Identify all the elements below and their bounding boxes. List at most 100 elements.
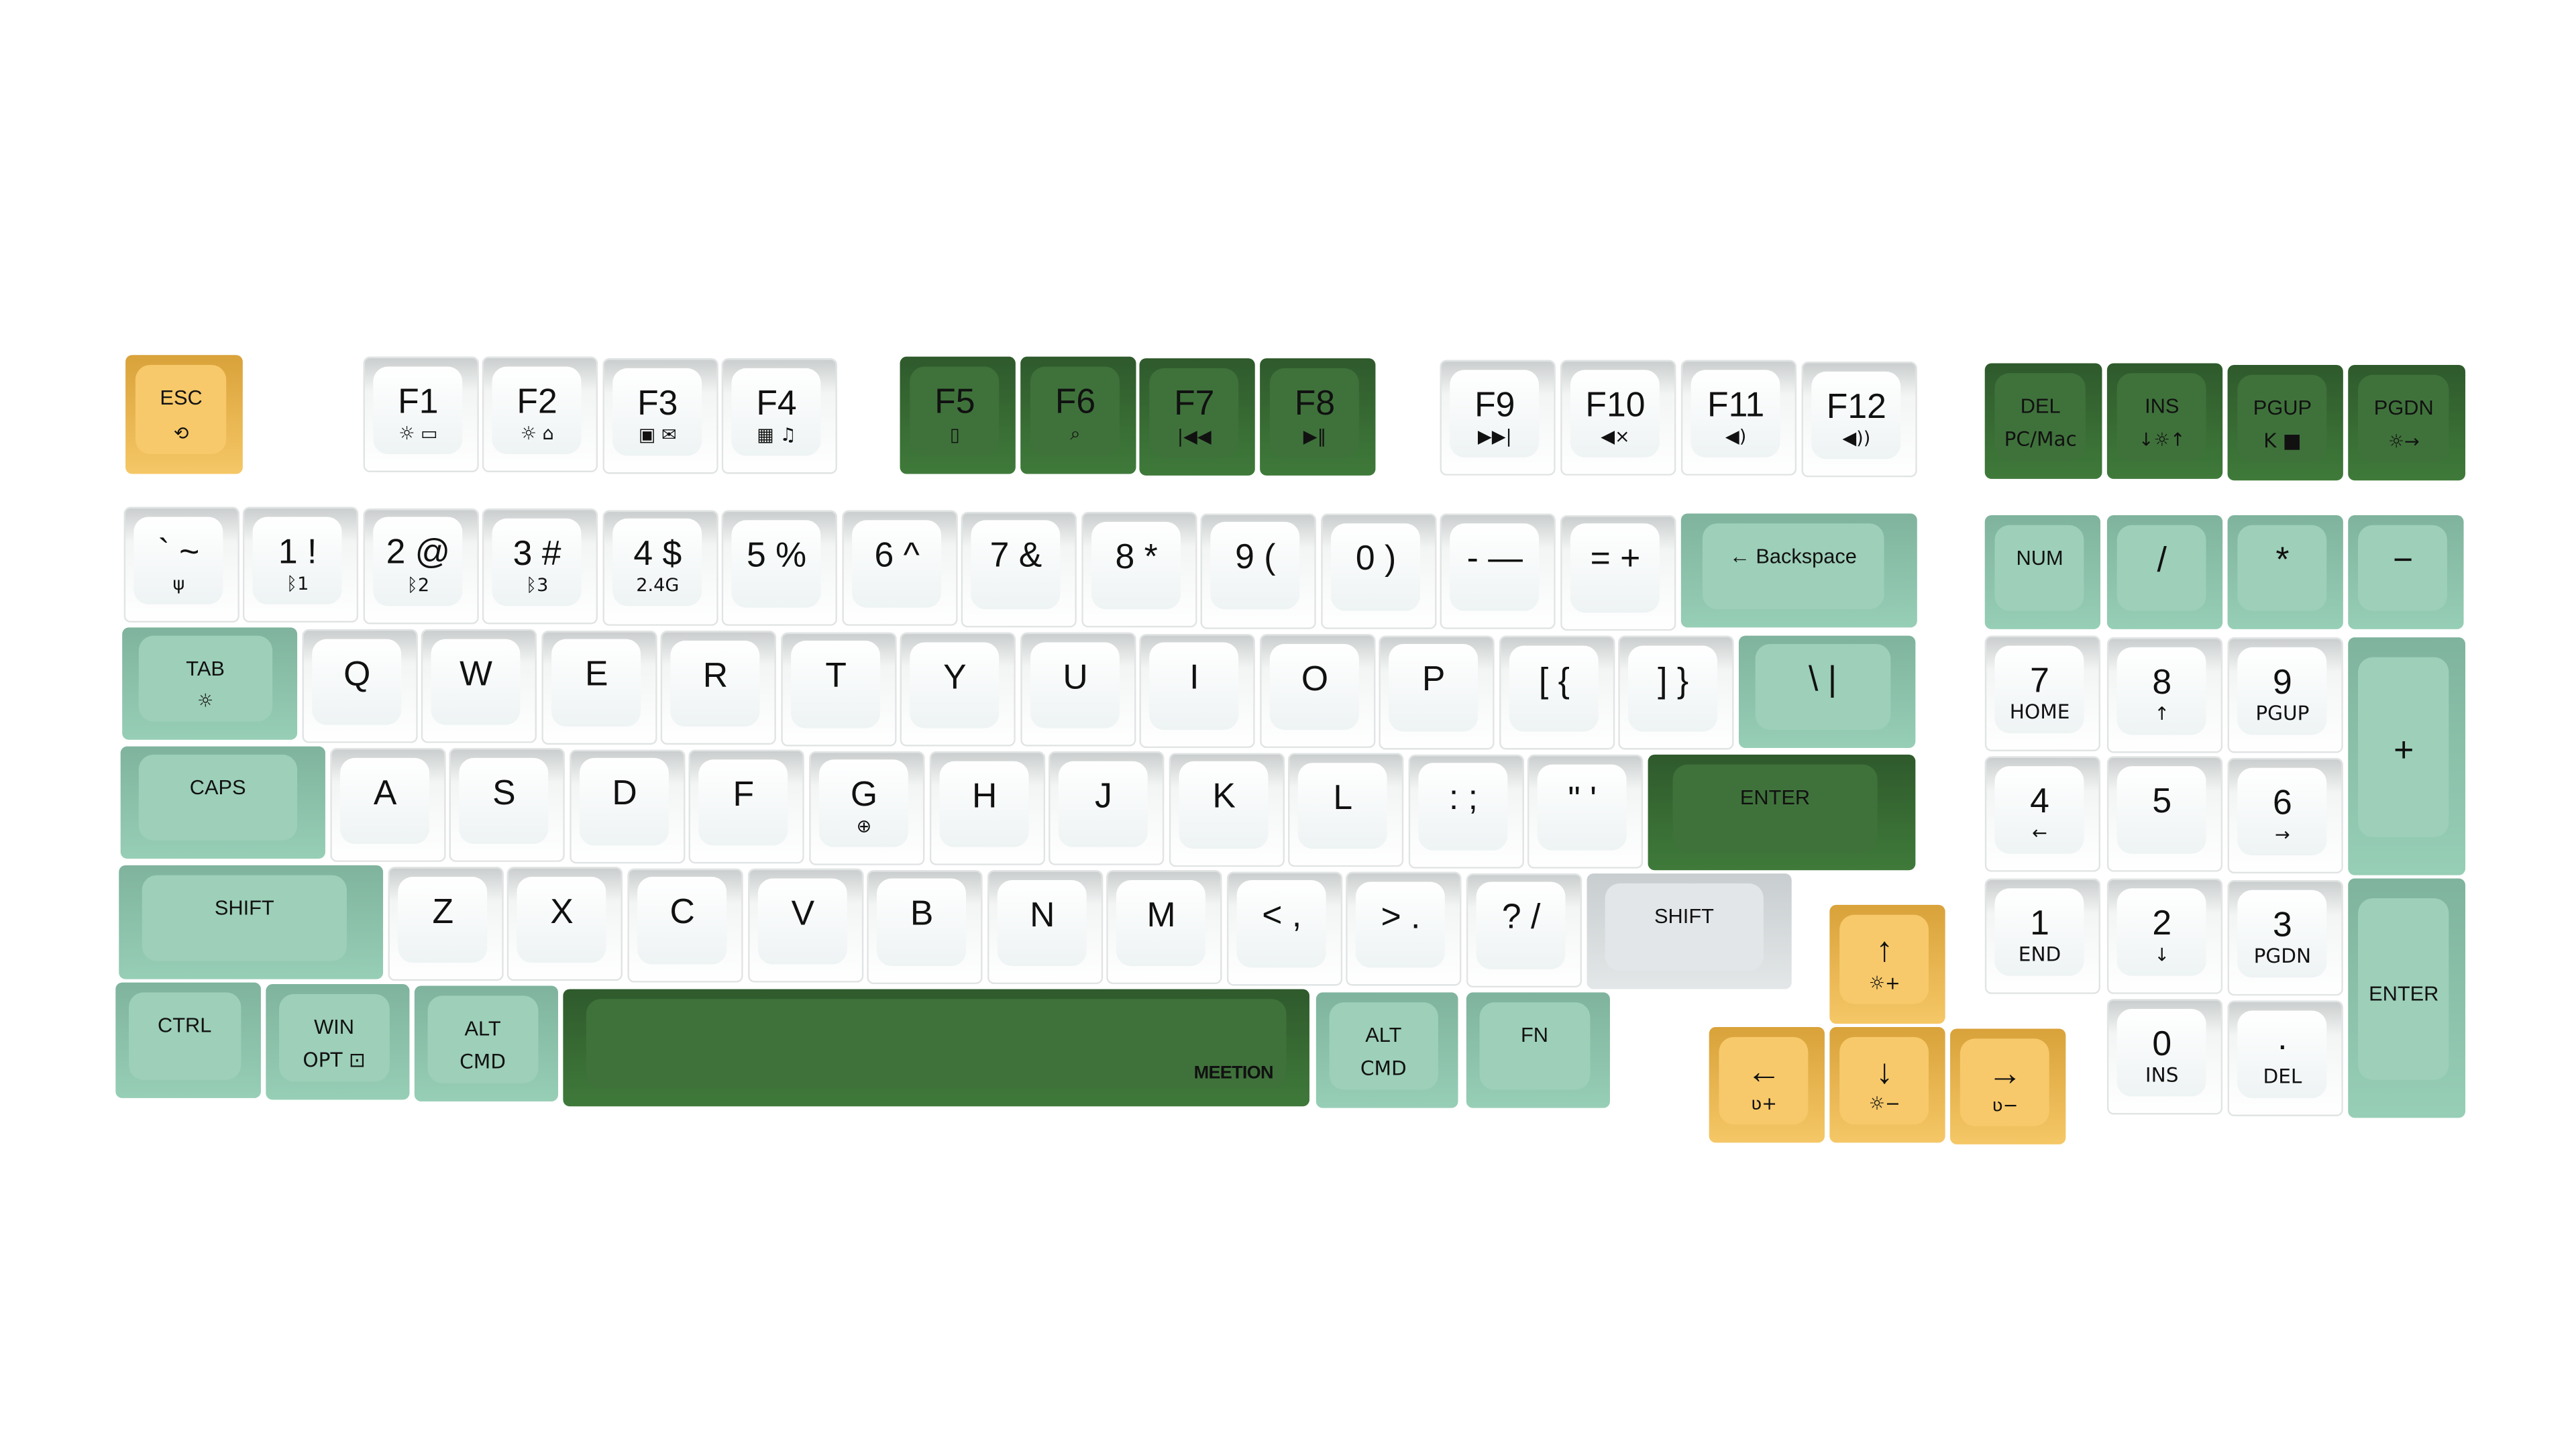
key-l[interactable]: L [1287,753,1404,867]
key-v[interactable]: V [748,869,864,983]
key-n[interactable]: N [987,870,1104,985]
key-q[interactable]: Q [302,629,418,743]
key-symbol[interactable]: [ { [1499,635,1615,750]
key-symbol[interactable]: \ | [1738,635,1916,749]
key-f4[interactable]: F4▦ ♫ [721,358,837,474]
key-backspace[interactable]: ← Backspace [1680,513,1917,628]
key-x[interactable]: X [506,867,623,982]
key-enter-12[interactable]: ENTER [1648,754,1916,871]
key-f3[interactable]: F3▣ ✉ [602,358,718,474]
key-symbol[interactable]: + [2348,637,2466,875]
key-pgdn[interactable]: PGDN☼→ [2348,364,2466,481]
key-f[interactable]: F [688,749,804,864]
key-symbol[interactable]: ` ~ψ [123,506,239,623]
key-f11[interactable]: F11◀) [1680,360,1797,476]
keycap-top: 1 !ᛒ1 [253,517,343,605]
key-5[interactable]: 5 % [721,510,837,626]
key-4[interactable]: 4← [1984,756,2101,872]
key-s[interactable]: S [449,749,565,863]
key-6[interactable]: 6 ^ [842,511,958,627]
key-symbol[interactable]: ? / [1466,873,1582,987]
key-symbol[interactable]: ↑☼+ [1829,904,1945,1024]
key-f7[interactable]: F7|◀◀ [1139,358,1255,476]
key-tab[interactable]: TAB☼ [122,627,298,740]
key-b[interactable]: B [867,869,983,984]
key-w[interactable]: W [421,629,537,744]
key-c[interactable]: C [627,868,743,983]
key-symbol[interactable]: = + [1560,515,1676,631]
key-u[interactable]: U [1020,633,1136,747]
key-caps[interactable]: CAPS [120,746,325,859]
key-g[interactable]: G⊕ [809,750,925,865]
key-z[interactable]: Z [388,867,504,981]
key-f5[interactable]: F5▯ [900,356,1016,474]
key-9[interactable]: 9 ( [1200,513,1316,629]
key-f6[interactable]: F6⌕ [1020,356,1136,474]
key-4[interactable]: 4 $2.4G [602,509,718,625]
key-symbol[interactable]: * [2227,515,2343,629]
key-symbol[interactable]: − [2348,515,2464,629]
key-space[interactable]: MEETION [563,989,1309,1107]
key-r[interactable]: R [660,631,776,745]
key-5[interactable]: 5 [2106,756,2223,872]
key-7[interactable]: 7 & [961,511,1077,627]
key-f1[interactable]: F1☼ ▭ [363,356,479,472]
key-t[interactable]: T [781,631,897,746]
key-symbol[interactable]: > . [1346,872,1462,986]
key-symbol[interactable]: ·DEL [2227,1000,2343,1116]
key-f9[interactable]: F9▶▶| [1440,360,1556,476]
key-symbol[interactable]: < , [1226,871,1343,986]
key-a[interactable]: A [330,748,446,862]
key-8[interactable]: 8 * [1081,512,1197,628]
key-i[interactable]: I [1139,633,1255,748]
key-e[interactable]: E [541,630,657,745]
key-2[interactable]: 2 @ᛒ2 [363,508,479,624]
key-0[interactable]: 0 ) [1321,513,1437,629]
key-symbol[interactable]: →ʋ− [1950,1028,2066,1144]
key-h[interactable]: H [929,751,1046,865]
key-fn[interactable]: FN [1466,992,1610,1108]
key-shift-0[interactable]: SHIFT [119,865,384,979]
key-symbol[interactable]: / [2106,515,2223,629]
key-sub-legend: ↑ [2154,703,2170,725]
key-symbol[interactable]: : ; [1408,753,1524,868]
key-symbol[interactable]: ←ʋ+ [1709,1027,1825,1143]
key-d[interactable]: D [570,749,686,863]
key-num[interactable]: NUM [1984,515,2101,629]
key-8[interactable]: 8↑ [2106,637,2223,753]
key-f10[interactable]: F10◀× [1560,360,1676,476]
key-m[interactable]: M [1106,871,1222,985]
key-symbol[interactable]: " ' [1527,754,1644,869]
key-enter-16[interactable]: ENTER [2348,878,2466,1118]
key-o[interactable]: O [1260,634,1376,749]
key-2[interactable]: 2↓ [2106,878,2223,994]
key-j[interactable]: J [1049,751,1165,866]
key-symbol[interactable]: ↓☼− [1829,1027,1945,1143]
key-6[interactable]: 6→ [2227,757,2343,874]
key-3[interactable]: 3 #ᛒ3 [482,508,598,625]
key-1[interactable]: 1 !ᛒ1 [242,507,359,623]
key-shift-11[interactable]: SHIFT [1587,873,1792,989]
key-f8[interactable]: F8▶‖ [1260,358,1376,476]
key-ctrl[interactable]: CTRL [115,982,261,1098]
key-f2[interactable]: F2☼ ⌂ [482,356,598,472]
key-y[interactable]: Y [900,632,1016,747]
key-esc[interactable]: ESC⟲ [125,355,243,474]
key-symbol[interactable]: ] } [1618,636,1734,751]
key-f12[interactable]: F12◀)) [1801,362,1917,478]
key-ins[interactable]: INS↓☼↑ [2106,363,2223,479]
key-k[interactable]: K [1169,752,1285,867]
key-symbol[interactable]: - — [1440,514,1556,630]
key-p[interactable]: P [1379,635,1495,749]
